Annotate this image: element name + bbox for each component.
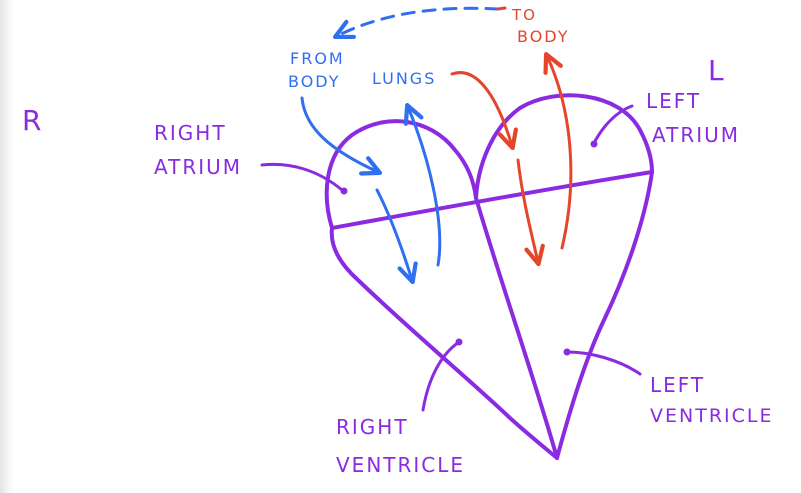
to-lungs-arrow bbox=[403, 102, 442, 267]
left-ventricle-label-line2: VENTRICLE bbox=[650, 405, 773, 427]
left-atrium-dot bbox=[590, 140, 598, 148]
left-atrium-outline bbox=[474, 93, 654, 200]
right-atrium-outline bbox=[324, 119, 478, 230]
left-ventricle-leader bbox=[566, 350, 642, 376]
lungs-label: LUNGS bbox=[372, 69, 436, 88]
left-ventricle-dot bbox=[563, 348, 571, 356]
right-ventricle-wall bbox=[329, 226, 559, 460]
atrium-to-ventricle-arrow bbox=[375, 188, 418, 285]
valve-line bbox=[330, 170, 654, 230]
to-body-arrow bbox=[543, 51, 573, 250]
dashed-return-arrow bbox=[333, 6, 500, 40]
from-lungs-arrow bbox=[450, 71, 518, 151]
right-ventricle-dot bbox=[455, 338, 463, 346]
oxygenated-flow bbox=[450, 6, 573, 267]
from-body-label-line1: FROM bbox=[290, 49, 345, 68]
right-atrium-leader bbox=[260, 162, 344, 192]
page-edge-shadow bbox=[0, 0, 14, 493]
dashed-start bbox=[496, 6, 507, 11]
right-ventricle-leader bbox=[421, 340, 461, 412]
to-body-label-line2: BODY bbox=[517, 27, 570, 46]
right-ventricle-label-line1: RIGHT bbox=[336, 415, 409, 439]
leader-lines bbox=[260, 104, 642, 412]
left-atrium-label-line1: LEFT bbox=[646, 89, 701, 113]
right-ventricle-label-line2: VENTRICLE bbox=[336, 453, 465, 477]
side-label-left: L bbox=[708, 54, 726, 87]
from-body-label-line2: BODY bbox=[288, 72, 341, 91]
label-dots bbox=[340, 140, 598, 356]
left-ventricle-wall bbox=[555, 170, 654, 460]
right-atrium-label-line1: RIGHT bbox=[154, 121, 227, 145]
right-atrium-dot bbox=[340, 187, 348, 195]
left-atrium-label-line2: ATRIUM bbox=[652, 123, 740, 147]
deoxygenated-flow bbox=[300, 6, 500, 285]
left-ventricle-label-line1: LEFT bbox=[650, 373, 705, 397]
to-body-label-line1: TO bbox=[511, 6, 537, 24]
atrium-down-arrow bbox=[516, 158, 545, 267]
right-atrium-label-line2: ATRIUM bbox=[154, 155, 242, 179]
from-body-arrow bbox=[300, 96, 383, 176]
left-atrium-leader bbox=[592, 104, 634, 145]
septum bbox=[474, 196, 559, 460]
heart-outline bbox=[324, 93, 654, 460]
side-label-right: R bbox=[22, 104, 43, 137]
